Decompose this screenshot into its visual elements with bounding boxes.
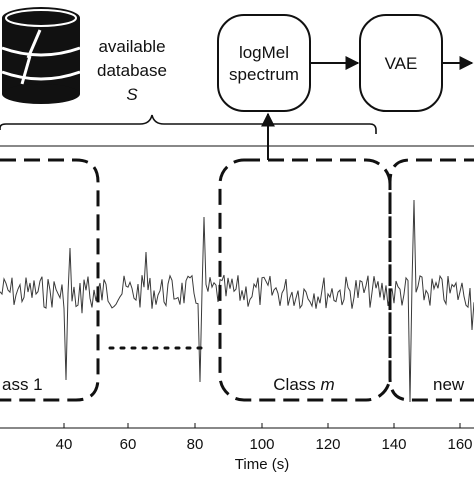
segment-label-class-m-symbol: m bbox=[321, 375, 335, 394]
logmel-label-line2: spectrum bbox=[229, 65, 299, 84]
x-axis-label: Time (s) bbox=[235, 456, 289, 473]
logmel-label-line1: logMel bbox=[239, 43, 289, 62]
x-tick-label: 60 bbox=[120, 436, 137, 453]
segment-label-new: new bbox=[433, 375, 465, 394]
segment-label-class-1: ass 1 bbox=[2, 375, 43, 394]
x-tick-label: 140 bbox=[381, 436, 406, 453]
segment-box-class-m bbox=[218, 158, 392, 402]
database-symbol: S bbox=[126, 85, 138, 104]
x-tick-label: 120 bbox=[315, 436, 340, 453]
logmel-block bbox=[217, 14, 311, 112]
segment-label-class-m: Class m bbox=[273, 375, 334, 394]
segment-label-class-m-word: Class bbox=[273, 375, 316, 394]
grouping-brace bbox=[0, 114, 377, 134]
x-tick-label: 80 bbox=[187, 436, 204, 453]
x-tick-label: 100 bbox=[249, 436, 274, 453]
database-label-line2: database bbox=[97, 61, 167, 80]
database-icon bbox=[1, 7, 81, 104]
x-tick-label: 160 bbox=[447, 436, 472, 453]
x-tick-label: 40 bbox=[56, 436, 73, 453]
signal-trace bbox=[0, 199, 474, 403]
vae-label: VAE bbox=[385, 54, 418, 73]
segment-box-new bbox=[388, 158, 474, 402]
database-label-line1: available bbox=[98, 37, 165, 56]
plot-frame bbox=[0, 145, 474, 429]
segment-box-class-1 bbox=[0, 158, 100, 402]
x-axis-ticks bbox=[63, 423, 461, 428]
